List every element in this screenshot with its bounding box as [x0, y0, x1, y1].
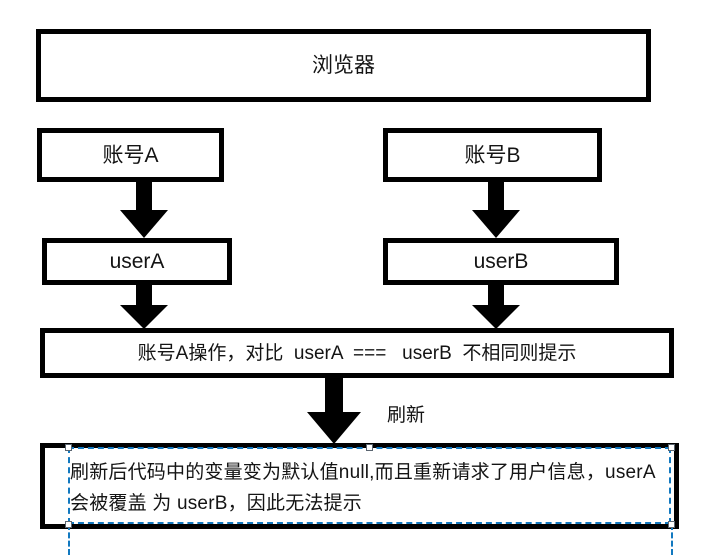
edge-label-refresh: 刷新 — [387, 405, 426, 426]
selection-handle-bottom-left[interactable] — [65, 521, 72, 528]
selection-guide-right — [671, 524, 673, 555]
node-user-b[interactable]: userB — [383, 238, 619, 285]
selection-handle-top-middle[interactable] — [366, 444, 373, 451]
selection-handle-bottom-right[interactable] — [668, 521, 675, 528]
selection-guide-left — [68, 524, 70, 555]
down-block-arrow-icon — [470, 182, 522, 240]
node-compare[interactable]: 账号A操作，对比 userA === userB 不相同则提示 — [40, 328, 674, 378]
node-browser[interactable]: 浏览器 — [36, 29, 651, 102]
node-browser-label: 浏览器 — [312, 54, 375, 77]
node-result[interactable]: 刷新后代码中的变量变为默认值null,而且重新请求了用户信息，userA会被覆盖… — [40, 443, 679, 529]
node-account-b-label: 账号B — [464, 143, 521, 167]
node-compare-label: 账号A操作，对比 userA === userB 不相同则提示 — [137, 342, 577, 364]
node-user-a-label: userA — [109, 250, 165, 273]
node-account-a[interactable]: 账号A — [37, 128, 224, 182]
node-result-label: 刷新后代码中的变量变为默认值null,而且重新请求了用户信息，userA会被覆盖… — [70, 462, 656, 515]
node-user-b-label: userB — [473, 250, 529, 273]
down-block-arrow-icon — [118, 182, 170, 240]
down-block-arrow-icon — [118, 285, 170, 331]
down-block-arrow-icon — [305, 378, 363, 446]
node-account-b[interactable]: 账号B — [383, 128, 602, 182]
selection-handle-top-left[interactable] — [65, 444, 72, 451]
down-block-arrow-icon — [470, 285, 522, 331]
selection-handle-top-right[interactable] — [668, 444, 675, 451]
node-user-a[interactable]: userA — [42, 238, 232, 285]
node-account-a-label: 账号A — [102, 143, 159, 167]
